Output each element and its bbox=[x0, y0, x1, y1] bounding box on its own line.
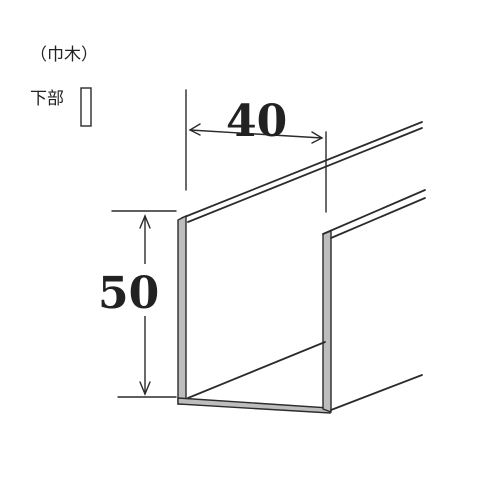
channel-profile bbox=[177, 121, 426, 414]
front-wall-inner-top-edge bbox=[187, 127, 423, 223]
height-value: 50 bbox=[98, 268, 159, 319]
width-dimension-line bbox=[189, 129, 323, 139]
part-label: 下部 bbox=[30, 89, 64, 109]
right-wall-top-edge bbox=[322, 189, 426, 235]
right-wall-section bbox=[322, 229, 332, 414]
width-dimension: 40 bbox=[185, 89, 327, 213]
width-arrow-right bbox=[311, 131, 324, 144]
left-wall-section bbox=[177, 214, 187, 405]
profile-symbol bbox=[80, 87, 92, 127]
right-wall-inner-top-edge bbox=[330, 197, 426, 239]
width-arrow-left bbox=[188, 123, 201, 136]
front-wall-top-edge bbox=[181, 121, 423, 219]
width-value: 40 bbox=[226, 96, 287, 147]
height-arrow-bottom bbox=[139, 381, 151, 396]
height-value-backdrop bbox=[96, 264, 162, 316]
bottom-section bbox=[177, 397, 331, 414]
height-arrow-top bbox=[139, 214, 151, 229]
category-label: （巾木） bbox=[30, 45, 98, 65]
height-dimension: 50 bbox=[96, 210, 177, 398]
outer-bottom-edge bbox=[330, 374, 423, 411]
inner-bottom-edge bbox=[187, 341, 326, 399]
